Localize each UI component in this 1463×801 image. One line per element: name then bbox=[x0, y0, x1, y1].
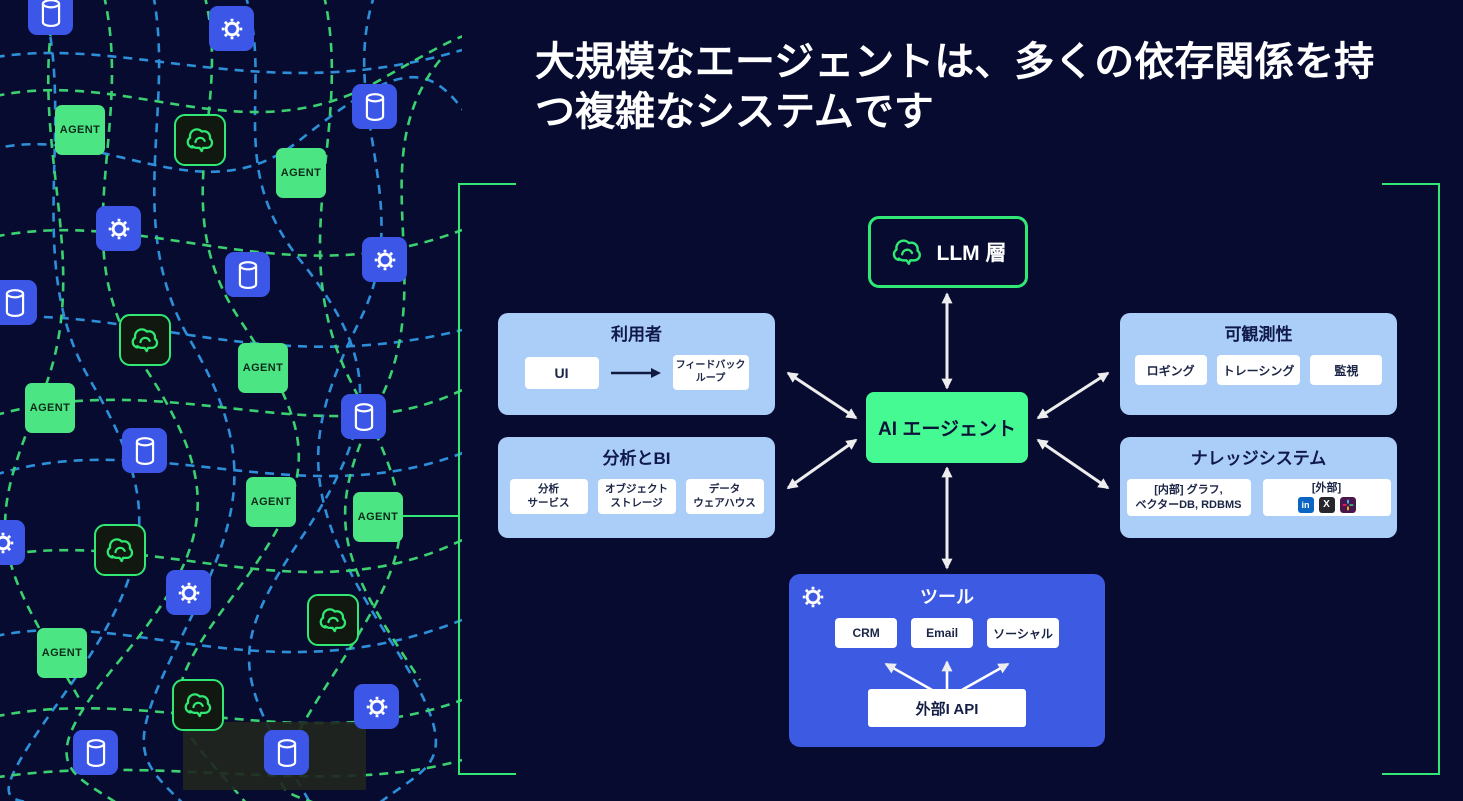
network-connector-line bbox=[402, 515, 458, 517]
observability-chip: トレーシング bbox=[1216, 355, 1301, 385]
database-icon bbox=[86, 738, 105, 767]
agent-node: AGENT bbox=[238, 343, 288, 393]
db-node bbox=[28, 0, 73, 35]
tools-title: ツール bbox=[920, 587, 974, 607]
x-icon: X bbox=[1318, 497, 1335, 514]
feedback-loop-chip: フィードバック ループ bbox=[672, 355, 749, 390]
llm-layer-box: LLM 層 bbox=[868, 216, 1028, 288]
gear-icon bbox=[108, 218, 129, 239]
db-node bbox=[352, 84, 397, 129]
brain-node bbox=[307, 594, 359, 646]
observability-chip: 監視 bbox=[1310, 355, 1383, 385]
linkedin-icon: in bbox=[1297, 497, 1314, 514]
db-node bbox=[122, 428, 167, 473]
database-icon bbox=[354, 402, 373, 431]
agent-node: AGENT bbox=[25, 383, 75, 433]
ai-agent-box: AI エージェント bbox=[866, 392, 1028, 463]
external-knowledge-chip: [外部] in X bbox=[1262, 479, 1391, 516]
database-icon bbox=[135, 436, 154, 465]
gear-node bbox=[0, 520, 25, 565]
gear-icon bbox=[221, 18, 242, 39]
observability-chip: ロギング bbox=[1134, 355, 1207, 385]
gear-icon bbox=[0, 532, 13, 553]
db-node bbox=[341, 394, 386, 439]
dependency-network: AGENT AGENT AGENT AGENT AGENT AGENT AGENT bbox=[0, 0, 462, 801]
llm-layer-label: LLM 層 bbox=[936, 242, 1007, 265]
database-icon bbox=[41, 0, 60, 27]
analytics-chip: データ ウェアハウス bbox=[685, 479, 764, 514]
db-node bbox=[73, 730, 118, 775]
gear-icon bbox=[178, 582, 199, 603]
agent-node: AGENT bbox=[37, 628, 87, 678]
gear-node bbox=[96, 206, 141, 251]
knowledge-systems-box: ナレッジシステム [内部] グラフ, ベクターDB, RDBMS [外部] in… bbox=[1120, 437, 1397, 538]
agent-node: AGENT bbox=[246, 477, 296, 527]
users-box: 利用者 UI フィードバック ループ bbox=[498, 313, 775, 415]
db-node bbox=[264, 730, 309, 775]
brain-icon bbox=[131, 328, 159, 353]
agent-node: AGENT bbox=[353, 492, 403, 542]
analytics-bi-box: 分析とBI 分析 サービスオブジェクト ストレージデータ ウェアハウス bbox=[498, 437, 775, 538]
db-node bbox=[225, 252, 270, 297]
ai-agent-label: AI エージェント bbox=[878, 419, 1016, 440]
gear-node bbox=[362, 237, 407, 282]
analytics-chip: オブジェクト ストレージ bbox=[597, 479, 676, 514]
gear-icon bbox=[802, 586, 824, 608]
right-arrow-icon bbox=[610, 367, 661, 378]
page-title: 大規模なエージェントは、多くの依存関係を持つ複雑なシステムです bbox=[535, 40, 1375, 134]
external-label: [外部] bbox=[1311, 481, 1342, 494]
brain-icon bbox=[186, 128, 214, 153]
brain-icon bbox=[106, 538, 134, 563]
gear-node bbox=[354, 684, 399, 729]
brain-icon bbox=[319, 608, 347, 633]
tool-chip: ソーシャル bbox=[987, 618, 1059, 648]
brain-node bbox=[119, 314, 171, 366]
internal-knowledge-chip: [内部] グラフ, ベクターDB, RDBMS bbox=[1126, 479, 1251, 516]
users-title: 利用者 bbox=[611, 325, 662, 344]
agent-node: AGENT bbox=[276, 148, 326, 198]
gear-icon bbox=[374, 249, 395, 270]
gear-node bbox=[209, 6, 254, 51]
slack-icon bbox=[1339, 497, 1356, 514]
tool-chip: Email bbox=[911, 618, 974, 648]
brain-node bbox=[94, 524, 146, 576]
agent-node: AGENT bbox=[55, 105, 105, 155]
analytics-chip: 分析 サービス bbox=[509, 479, 588, 514]
database-icon bbox=[365, 92, 384, 121]
brain-icon bbox=[892, 239, 921, 265]
brain-icon bbox=[184, 693, 212, 718]
knowledge-systems-title: ナレッジシステム bbox=[1190, 449, 1327, 468]
tools-box: ツール CRM Email ソーシャル 外部I API bbox=[789, 574, 1105, 747]
database-icon bbox=[238, 260, 257, 289]
observability-title: 可観測性 bbox=[1224, 325, 1293, 344]
gear-icon bbox=[366, 696, 387, 717]
left-bracket bbox=[458, 183, 516, 775]
brain-node bbox=[174, 114, 226, 166]
gear-node bbox=[166, 570, 211, 615]
tool-chip: CRM bbox=[835, 618, 898, 648]
external-api-box: 外部I API bbox=[868, 689, 1026, 727]
observability-box: 可観測性 ロギングトレーシング監視 bbox=[1120, 313, 1397, 415]
db-node bbox=[0, 280, 37, 325]
right-bracket bbox=[1382, 183, 1440, 775]
analytics-bi-title: 分析とBI bbox=[602, 449, 671, 468]
ui-chip: UI bbox=[524, 356, 599, 389]
brain-node bbox=[172, 679, 224, 731]
database-icon bbox=[5, 288, 24, 317]
database-icon bbox=[277, 738, 296, 767]
